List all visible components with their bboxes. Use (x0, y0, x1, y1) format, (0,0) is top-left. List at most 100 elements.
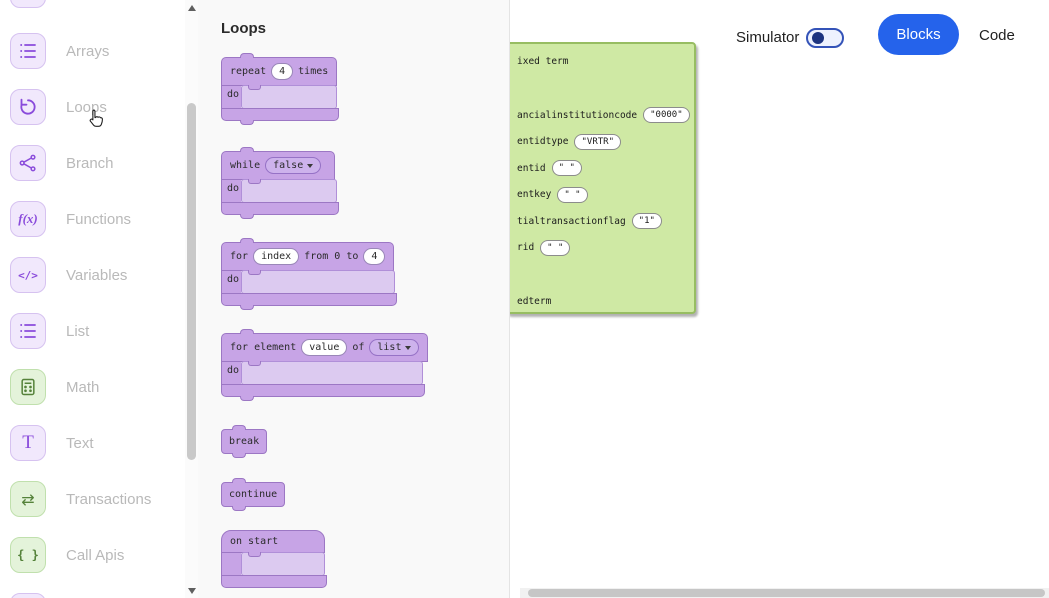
block-footer-text: edterm (517, 296, 552, 307)
function-icon: f(x) (10, 201, 46, 237)
fixedterm-workspace-block[interactable]: ixed term ancialinstitutioncode "0000" e… (510, 42, 696, 314)
while-condition-dropdown[interactable]: false (265, 157, 322, 174)
block-notch (232, 478, 246, 483)
sidebar-item-list[interactable]: List (10, 313, 89, 349)
block-row: entkey " " (517, 182, 690, 209)
do-label: do (227, 274, 240, 285)
braces-icon: { } (10, 537, 46, 573)
statement-slot (241, 179, 337, 203)
block-spine: do (221, 270, 241, 294)
block-row: tialtransactionflag "1" (517, 208, 690, 235)
loop-variable-field[interactable]: index (253, 248, 300, 265)
for-each-block[interactable]: for element value of list do (221, 329, 429, 401)
block-spine: do (221, 361, 241, 385)
block-notch (232, 425, 246, 430)
code-icon: </> (10, 257, 46, 293)
sidebar-item-functions[interactable]: f(x) Functions (10, 201, 131, 237)
workspace-canvas[interactable]: ixed term ancialinstitutioncode "0000" e… (510, 0, 1049, 598)
block-body: do (221, 179, 337, 203)
sidebar-item-branch[interactable]: Branch (10, 145, 114, 181)
sidebar-item-partial-bottom[interactable] (10, 593, 46, 598)
sidebar-item-label: Transactions (66, 490, 152, 508)
field-value: 4 (279, 66, 286, 77)
sidebar-item-label: Variables (66, 266, 128, 284)
row-label: entkey (517, 189, 552, 201)
field-value: list (377, 342, 402, 353)
statement-slot (241, 85, 337, 109)
block-body (221, 552, 325, 576)
row-value-field[interactable]: "1" (631, 213, 662, 230)
do-label: do (227, 89, 240, 100)
scrollbar-thumb[interactable] (528, 589, 1045, 597)
dropdown-caret-icon (405, 345, 412, 350)
block-notch (240, 53, 254, 58)
block-spine: do (221, 85, 241, 109)
list-icon (10, 313, 46, 349)
sidebar-item-partial-top[interactable] (10, 0, 46, 8)
block-notch (248, 85, 261, 90)
sidebar-item-math[interactable]: Math (10, 369, 99, 405)
block-notch (232, 506, 246, 511)
block-footer (221, 108, 339, 125)
for-count-block[interactable]: for index from 0 to 4 do (221, 238, 397, 310)
element-variable-field[interactable]: value (301, 339, 348, 356)
toggle-knob-icon (812, 32, 824, 44)
continue-block[interactable]: continue (221, 478, 286, 511)
flyout-title: Loops (221, 20, 266, 37)
row-value-field[interactable]: " " (551, 160, 582, 177)
block-body: do (221, 85, 337, 109)
statement-slot (241, 552, 325, 576)
on-start-block[interactable]: on start (221, 530, 327, 588)
scroll-down-arrow-icon[interactable] (187, 588, 196, 594)
sidebar-item-label: Arrays (66, 42, 110, 60)
repeat-times-block[interactable]: repeat 4 times do (221, 53, 339, 125)
sidebar-item-label: Text (66, 434, 94, 452)
block-spine: do (221, 179, 241, 203)
block-header: for element value of list (221, 329, 429, 362)
code-tab-button[interactable]: Code (979, 27, 1015, 44)
row-value-field[interactable]: " " (540, 239, 571, 256)
block-notch (248, 270, 261, 275)
horizontal-scrollbar[interactable] (520, 588, 1049, 598)
block-keyword: for (230, 251, 249, 262)
simulator-toggle[interactable] (806, 28, 844, 48)
loop-icon (10, 89, 46, 125)
block-header: while false (221, 147, 335, 180)
block-body: do (221, 361, 423, 385)
calculator-icon (10, 369, 46, 405)
statement-slot (241, 270, 395, 294)
break-block[interactable]: break (221, 425, 268, 458)
list-icon (10, 33, 46, 69)
sidebar-item-arrays[interactable]: Arrays (10, 33, 109, 69)
scrollbar-thumb[interactable] (187, 103, 196, 460)
loop-limit-field[interactable]: 4 (363, 248, 386, 265)
row-value-field[interactable]: " " (557, 186, 588, 203)
field-value: 4 (371, 251, 378, 262)
branch-icon (10, 145, 46, 181)
field-value: index (261, 251, 292, 262)
row-value-field[interactable]: "VRTR" (574, 133, 621, 150)
row-value-field[interactable]: "0000" (643, 107, 690, 124)
block-row: entidtype "VRTR" (517, 129, 690, 156)
sidebar-item-transactions[interactable]: ⇄ Transactions (10, 481, 151, 517)
sidebar-scrollbar[interactable] (185, 0, 198, 598)
block-notch (248, 361, 261, 366)
block-notch (240, 147, 254, 152)
sidebar-item-variables[interactable]: </> Variables (10, 257, 127, 293)
sidebar-item-label: Math (66, 378, 100, 396)
block-header: on start (221, 530, 325, 553)
scroll-up-arrow-icon[interactable] (187, 5, 196, 11)
block-notch (240, 305, 254, 310)
do-label: do (227, 365, 240, 376)
row-label: entidtype (517, 136, 569, 148)
sidebar-item-text[interactable]: T Text (10, 425, 94, 461)
blocks-tab-button[interactable]: Blocks (878, 14, 959, 55)
sidebar-item-loops[interactable]: Loops (10, 89, 107, 125)
block-keyword: on start (230, 536, 279, 547)
while-block[interactable]: while false do (221, 147, 339, 219)
sidebar-item-call-apis[interactable]: { } Call Apis (10, 537, 124, 573)
block-keyword: while (230, 160, 261, 171)
list-dropdown[interactable]: list (369, 339, 420, 356)
repeat-count-field[interactable]: 4 (271, 63, 294, 80)
unknown-icon (10, 593, 46, 598)
